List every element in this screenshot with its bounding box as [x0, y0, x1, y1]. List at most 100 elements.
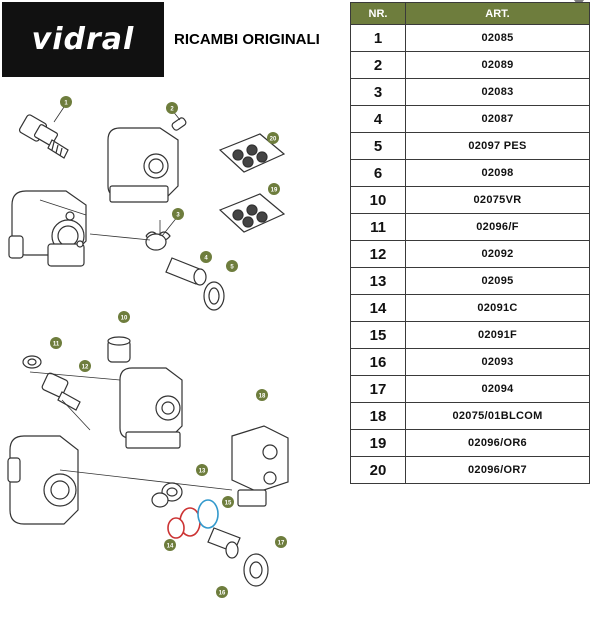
svg-text:16: 16: [219, 591, 226, 597]
part-housing-bottom: [119, 367, 183, 449]
part-body-bottom-left: [7, 435, 79, 525]
part-19-gasket: [218, 133, 286, 173]
svg-text:4: 4: [204, 256, 208, 262]
row-art: 02096/OR6: [405, 429, 590, 457]
row-art: 02091F: [405, 321, 590, 349]
row-nr: 15: [350, 321, 406, 349]
callout-17: 17: [275, 536, 287, 548]
row-nr: 12: [350, 240, 406, 268]
callout-2: 3: [161, 208, 184, 237]
row-art: 02092: [405, 240, 590, 268]
row-nr: 16: [350, 348, 406, 376]
callout-14: 14: [164, 539, 176, 551]
exploded-parts-diagram: 1 2 3 4 5 20 19 10 11 12 18 13 15 14 17 …: [7, 96, 289, 598]
callout-10: 10: [118, 311, 130, 323]
row-art: 02083: [405, 78, 590, 106]
row-nr: 1: [350, 24, 406, 52]
row-nr: 4: [350, 105, 406, 133]
row-nr: 14: [350, 294, 406, 322]
row-art: 02096/OR7: [405, 456, 590, 484]
row-art: 02091C: [405, 294, 590, 322]
part-4-disc: [203, 281, 225, 311]
svg-text:10: 10: [121, 316, 128, 322]
part-17-disc: [243, 553, 269, 587]
svg-text:2: 2: [170, 107, 174, 113]
part-10-cap: [107, 336, 131, 363]
row-nr: 13: [350, 267, 406, 295]
part-5-pin: [171, 117, 187, 131]
svg-text:15: 15: [225, 501, 232, 507]
part-16-piston: [207, 527, 241, 559]
svg-text:19: 19: [271, 188, 278, 194]
brand-logo: vidral: [2, 2, 164, 77]
row-nr: 18: [350, 402, 406, 430]
part-housing-top-right: [107, 127, 179, 203]
row-art: 02075VR: [405, 186, 590, 214]
callout-13: 13: [196, 464, 208, 476]
svg-text:14: 14: [167, 544, 174, 550]
row-nr: 6: [350, 159, 406, 187]
row-art: 02089: [405, 51, 590, 79]
part-2-spring: [145, 231, 171, 251]
callout-1: 1: [53, 96, 72, 123]
svg-text:5: 5: [230, 265, 234, 271]
row-art: 02098: [405, 159, 590, 187]
callout-3: 4: [200, 251, 212, 263]
callout-18: 18: [256, 389, 268, 401]
row-nr: 2: [350, 51, 406, 79]
part-1-fitting: [18, 114, 69, 159]
row-nr: 17: [350, 375, 406, 403]
part-20-gasket: [218, 193, 286, 233]
callout-16: 16: [216, 586, 228, 598]
row-art: 02097 PES: [405, 132, 590, 160]
row-nr: 3: [350, 78, 406, 106]
svg-text:11: 11: [53, 342, 60, 348]
part-3-piston: [165, 257, 207, 286]
row-nr: 11: [350, 213, 406, 241]
svg-text:13: 13: [199, 469, 206, 475]
svg-text:12: 12: [82, 365, 89, 371]
callout-20: 19: [268, 183, 280, 195]
page-subtitle: RICAMBI ORIGINALI: [174, 31, 320, 48]
row-art: 02093: [405, 348, 590, 376]
row-art: 02085: [405, 24, 590, 52]
header-art: ART.: [405, 2, 590, 25]
row-nr: 10: [350, 186, 406, 214]
part-body-top-left: [8, 190, 87, 267]
row-nr: 5: [350, 132, 406, 160]
callout-15: 15: [222, 496, 234, 508]
svg-text:3: 3: [176, 213, 180, 219]
callout-4: 5: [226, 260, 238, 272]
row-art: 02075/01BLCOM: [405, 402, 590, 430]
row-nr: 19: [350, 429, 406, 457]
callout-19: 20: [267, 132, 279, 144]
callout-11: 11: [50, 337, 62, 349]
callout-5: 2: [166, 102, 181, 121]
callout-12: 12: [79, 360, 91, 372]
brand-logo-text: vidral: [31, 22, 135, 57]
row-nr: 20: [350, 456, 406, 484]
svg-text:17: 17: [278, 541, 285, 547]
parts-table-header: NR. ART.: [350, 2, 590, 25]
part-12-fitting: [41, 372, 81, 411]
part-13-spring: [151, 482, 183, 508]
part-18-block: [231, 425, 289, 507]
svg-text:18: 18: [259, 394, 266, 400]
